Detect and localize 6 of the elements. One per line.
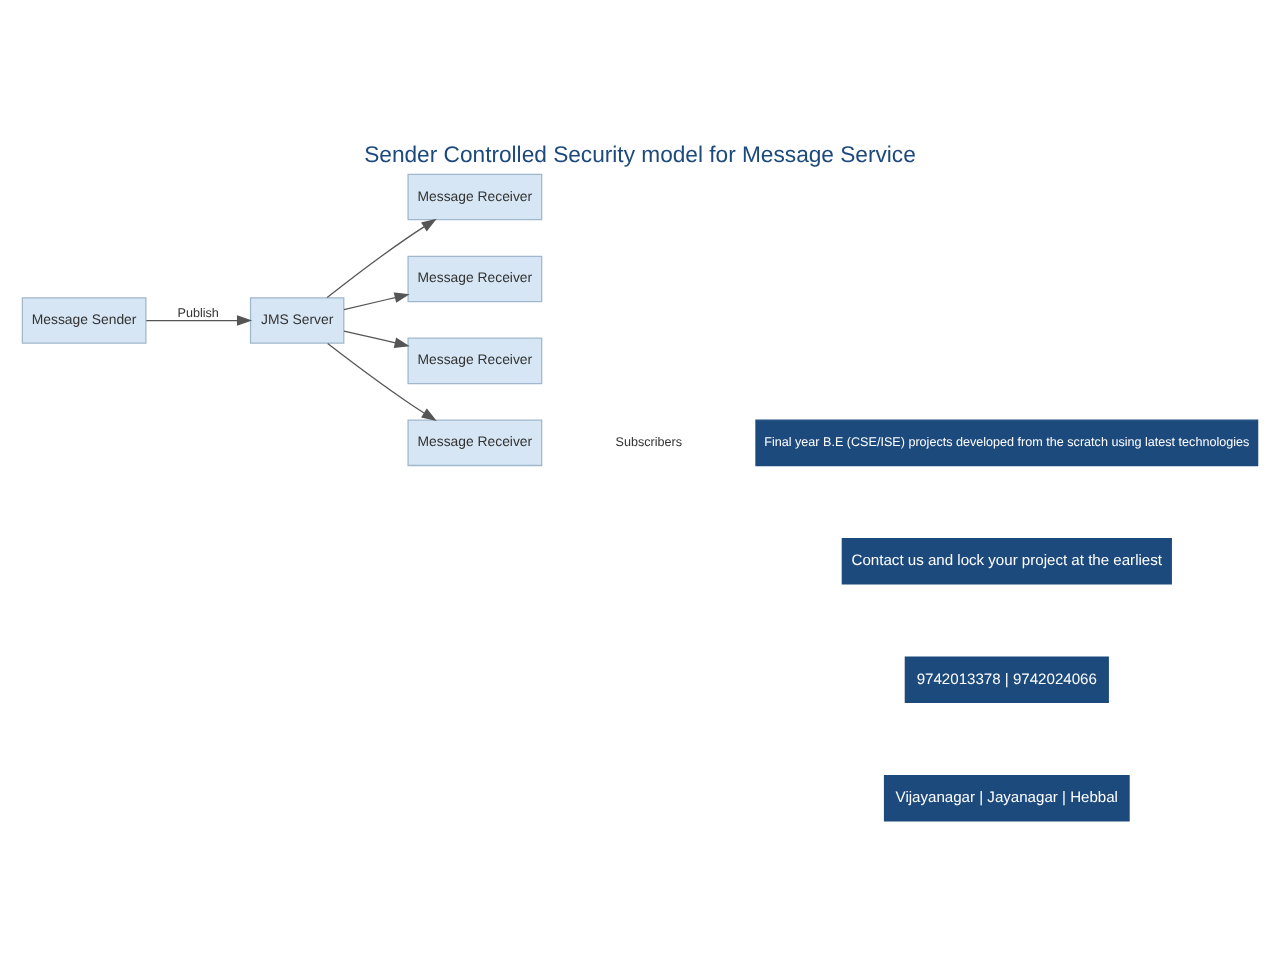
arrow: [327, 342, 437, 421]
diagram-title: Sender Controlled Security model for Message Service: [364, 144, 916, 169]
arrow: [343, 330, 410, 348]
arrow: [343, 292, 410, 311]
arrow: [326, 218, 437, 299]
arrow: [145, 315, 253, 326]
